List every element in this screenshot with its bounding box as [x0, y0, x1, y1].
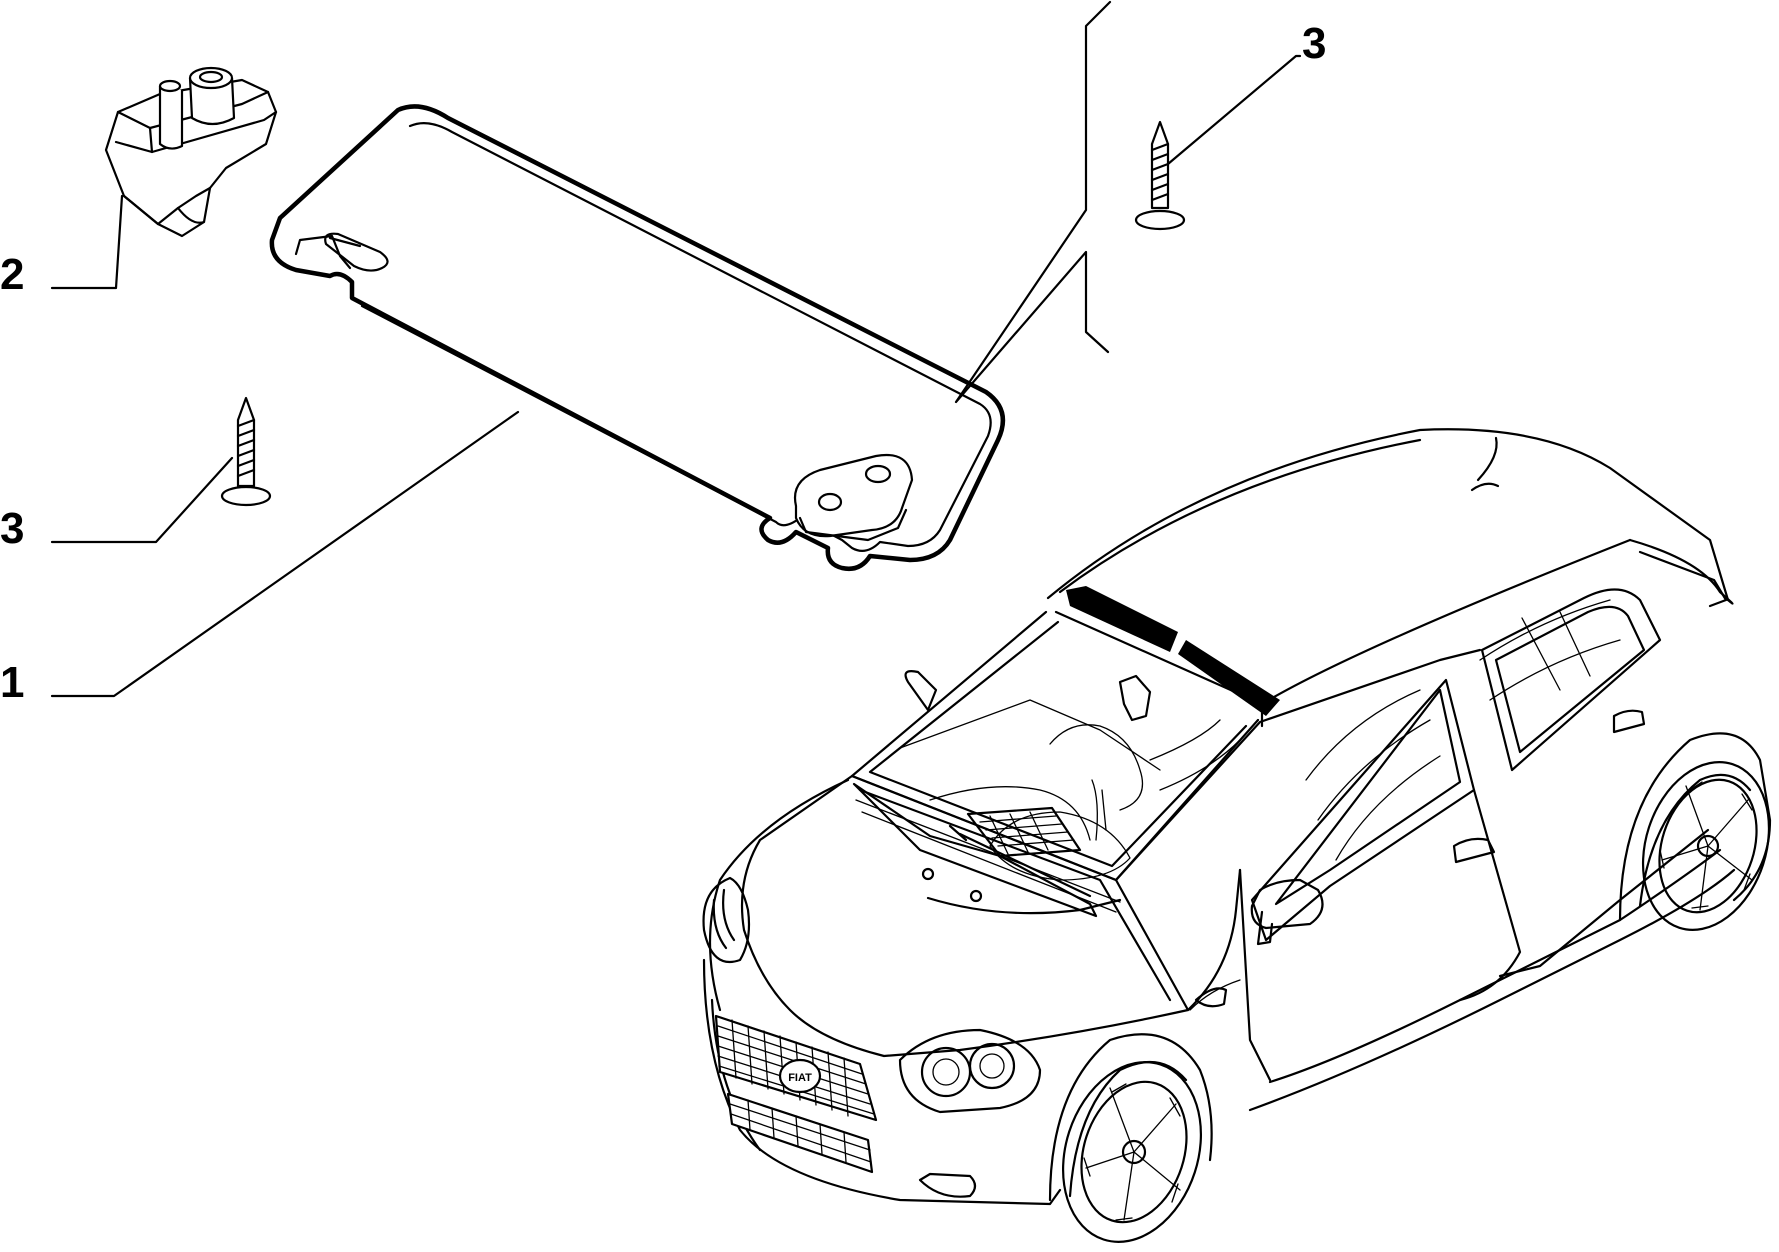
- callout-label-2: 2: [0, 250, 24, 299]
- leader-lines: [50, 0, 1302, 698]
- callout-label-3-right: 3: [1302, 19, 1326, 68]
- self-tapping-screw-icon[interactable]: [1134, 120, 1186, 231]
- fiat-punto-car-icon: FIAT: [702, 428, 1772, 1243]
- visor-clip-bracket-icon[interactable]: [104, 66, 278, 238]
- car-logo-text: FIAT: [788, 1072, 812, 1084]
- callout-label-1: 1: [0, 658, 24, 707]
- callout-label-3-left: 3: [0, 504, 24, 553]
- sun-visor-icon[interactable]: [269, 104, 1006, 571]
- self-tapping-screw-icon[interactable]: [220, 396, 272, 507]
